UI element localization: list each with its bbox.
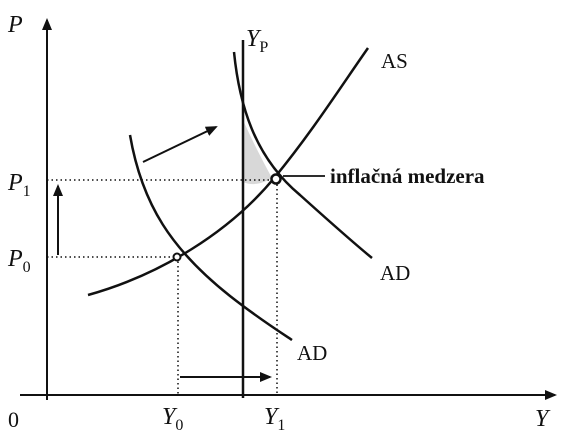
origin-label: 0: [8, 407, 19, 432]
ad-shift-arrow: [142, 126, 218, 163]
as-curve-label: AS: [381, 49, 408, 73]
equilibrium-point-shifted: [270, 173, 282, 185]
p1-label: P1: [7, 170, 31, 200]
as-curve: [87, 47, 370, 297]
ad-shifted-curve: [232, 51, 373, 259]
equilibrium-point-initial: [172, 252, 182, 262]
ad-initial-curve: [128, 134, 293, 342]
inflationary-gap-shading: [243, 120, 272, 185]
x-axis-label: Y: [535, 406, 551, 432]
inflationary-gap-label: inflačná medzera: [330, 164, 485, 188]
ad-shifted-curve-label: AD: [380, 261, 410, 285]
y-axis-label: P: [7, 12, 23, 38]
ad-initial-curve-label: AD: [297, 341, 327, 365]
y1-label: Y1: [264, 404, 285, 434]
p0-label: P0: [7, 246, 31, 276]
yp-label: YP: [246, 26, 268, 56]
y0-label: Y0: [162, 404, 183, 434]
